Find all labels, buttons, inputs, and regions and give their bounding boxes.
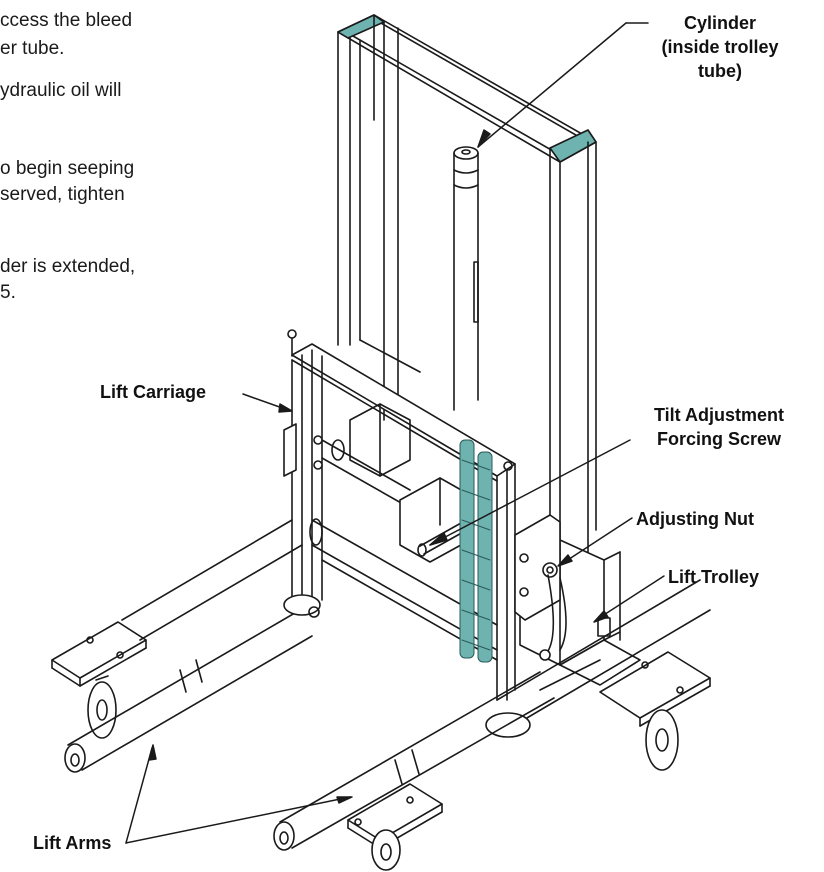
label-lift-arms: Lift Arms bbox=[33, 833, 112, 853]
label-cylinder-line-2: (inside trolley bbox=[661, 37, 779, 57]
label-lift-trolley: Lift Trolley bbox=[668, 567, 760, 587]
body-text-line-5: served, tighten bbox=[0, 184, 125, 205]
leader-lines bbox=[125, 22, 665, 844]
lift-arm-left bbox=[51, 519, 321, 773]
label-tilt-adjustment-line-1: Tilt Adjustment bbox=[654, 405, 784, 425]
body-text-line-3: ydraulic oil will bbox=[0, 80, 122, 101]
cylinder bbox=[453, 146, 479, 411]
mast-frame bbox=[337, 14, 597, 586]
body-text-line-2: er tube. bbox=[0, 38, 65, 59]
body-text-line-6: der is extended, bbox=[0, 256, 136, 277]
body-text-line-7: 5. bbox=[0, 282, 16, 303]
label-adjusting-nut: Adjusting Nut bbox=[636, 509, 754, 529]
lift-arm-right bbox=[273, 579, 711, 871]
label-lift-carriage: Lift Carriage bbox=[100, 382, 207, 402]
label-cylinder-line-1: Cylinder bbox=[683, 13, 757, 33]
label-tilt-adjustment-line-2: Forcing Screw bbox=[656, 429, 782, 449]
label-cylinder-line-3: tube) bbox=[698, 61, 742, 81]
body-text-line-4: o begin seeping bbox=[0, 158, 135, 179]
lift-chain bbox=[459, 439, 493, 663]
body-text-line-1: ccess the bleed bbox=[0, 10, 133, 31]
lift-carriage bbox=[283, 329, 567, 701]
